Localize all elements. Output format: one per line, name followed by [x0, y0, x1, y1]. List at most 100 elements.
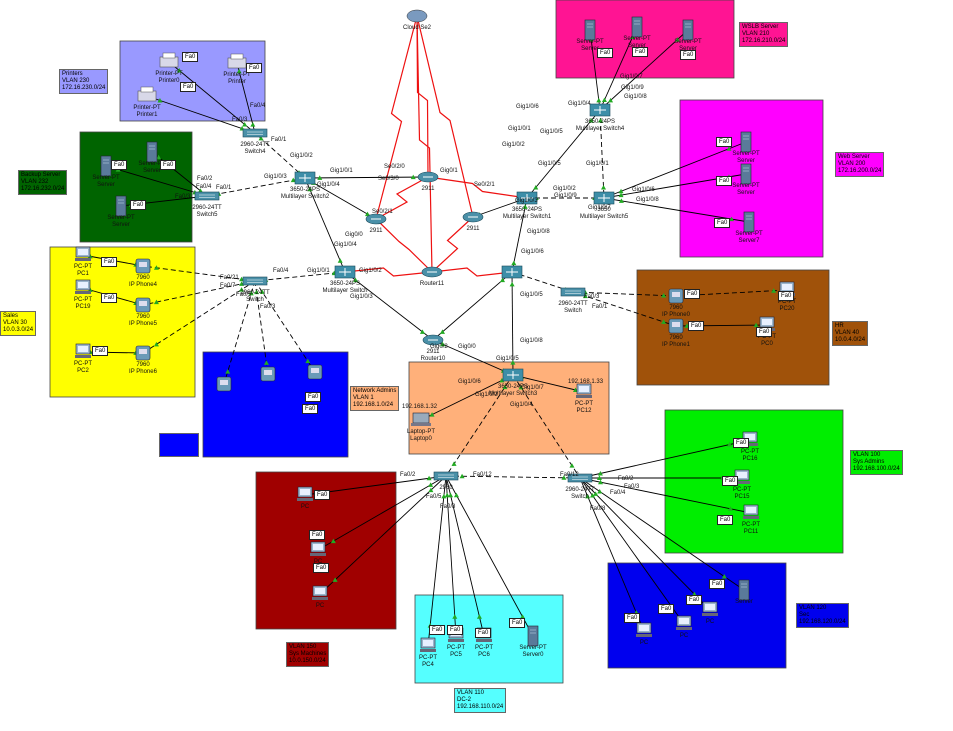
ms1-ms-icon[interactable] — [516, 191, 538, 205]
switch-sys-switch-icon[interactable] — [567, 473, 593, 483]
port-tag-fa0: Fa0 — [180, 82, 197, 92]
ms2-ms-icon[interactable] — [294, 171, 316, 185]
switch5-switch-icon[interactable] — [194, 191, 220, 201]
switch-hr-switch-icon[interactable] — [560, 287, 586, 297]
port-label: Fa0/5 — [236, 292, 252, 298]
switch-dc1-switch-icon[interactable] — [433, 471, 459, 481]
web-s1-server-icon[interactable] — [740, 131, 752, 153]
sec-pc2-pc-icon[interactable] — [676, 615, 692, 630]
guest-p2-phone-icon[interactable] — [260, 366, 276, 382]
web-s3-server-icon[interactable] — [743, 211, 755, 233]
pc11-pc-icon[interactable] — [743, 504, 759, 519]
ms4-ms-icon[interactable] — [589, 103, 611, 117]
switch-sales-switch-icon[interactable] — [242, 276, 268, 286]
server-bk2-server-icon[interactable] — [146, 141, 158, 163]
port-label: Fa0/3 — [260, 304, 276, 310]
web-s2-server-icon[interactable] — [740, 163, 752, 185]
link-ms3-switch_sys — [512, 374, 581, 479]
server-bk3-server-icon[interactable] — [115, 195, 127, 217]
cloud-cloud-icon[interactable] — [406, 9, 428, 23]
pc12-pc-icon[interactable] — [576, 383, 592, 398]
port-label: Gig1/0/2 — [502, 142, 525, 148]
router11-router-icon[interactable] — [421, 266, 443, 278]
router-mid-router-icon[interactable] — [365, 213, 387, 225]
port-label: Fa0/4 — [250, 103, 266, 109]
server-bk1-server-icon[interactable] — [100, 155, 112, 177]
port-label: Se0/2/1 — [474, 182, 495, 188]
phone1-phone-icon[interactable] — [668, 318, 684, 334]
link-status-marker — [258, 135, 264, 141]
link-status-marker — [451, 461, 457, 466]
extra-ms-ms-icon[interactable] — [501, 265, 523, 279]
sw-s2-server-icon[interactable] — [631, 16, 643, 38]
pc16-pc-icon[interactable] — [742, 431, 758, 446]
pc2-pc-icon[interactable] — [75, 343, 91, 358]
port-tag-fa0: Fa0 — [429, 625, 446, 635]
sw-s1-server-icon[interactable] — [584, 19, 596, 41]
printer0-printer-icon[interactable] — [159, 52, 179, 68]
laptop0-laptop-icon[interactable] — [411, 412, 431, 426]
link-status-marker — [588, 118, 594, 123]
pc4-pc-icon[interactable] — [420, 637, 436, 652]
note-hr: HR VLAN 40 10.0.4.0/24 — [832, 321, 869, 346]
port-label: Fa0/4 — [273, 268, 289, 274]
port-label: Gig1/0/8 — [520, 338, 543, 344]
pc-dc1b-pc-icon[interactable] — [310, 541, 326, 556]
printer1-printer-icon[interactable] — [137, 86, 157, 102]
phone6-phone-icon[interactable] — [135, 345, 151, 361]
link-status-marker — [337, 258, 343, 263]
phone0-phone-icon[interactable] — [668, 288, 684, 304]
link-ms2-msleft — [304, 177, 346, 273]
router-top-router-icon[interactable] — [417, 171, 439, 183]
port-label: Gig1/0/7 — [521, 385, 544, 391]
port-label: Gig1/0/4 — [510, 402, 533, 408]
link-ms1-extra_ms — [511, 197, 528, 273]
pc1-pc-icon[interactable] — [75, 246, 91, 261]
sec-srv-server-icon[interactable] — [738, 579, 750, 601]
sec-pc1-pc-icon[interactable] — [636, 622, 652, 637]
link-extra_ms-ms3 — [511, 271, 514, 376]
ms5-ms-icon[interactable] — [593, 191, 615, 205]
serial-cloud-router-c — [416, 15, 474, 218]
sw-s3-server-icon[interactable] — [682, 19, 694, 41]
router10-router-icon[interactable] — [422, 334, 444, 346]
server0-server-icon[interactable] — [527, 625, 539, 647]
pc19-pc-icon[interactable] — [75, 279, 91, 294]
phone4-phone-icon[interactable] — [135, 258, 151, 274]
phone5-phone-icon[interactable] — [135, 297, 151, 313]
sec-pc3-pc-icon[interactable] — [702, 601, 718, 616]
ms3-ms-icon[interactable] — [502, 368, 524, 382]
pc-dc1c-pc-icon[interactable] — [312, 585, 328, 600]
link-status-marker — [511, 260, 517, 266]
router-top-label: 2911 — [422, 186, 436, 192]
port-tag-fa0: Fa0 — [624, 613, 641, 623]
link-status-marker — [674, 37, 680, 42]
link-ms2-router_top — [304, 176, 429, 179]
port-label: Fa0/4 — [610, 490, 626, 496]
link-status-marker — [225, 369, 231, 374]
guest-p3-phone-icon[interactable] — [307, 364, 323, 380]
port-tag-fa0: Fa0 — [111, 160, 128, 170]
pc15-pc-icon[interactable] — [734, 469, 750, 484]
switch4-switch-icon[interactable] — [242, 128, 268, 138]
port-label: Fa0/3 — [584, 294, 600, 300]
port-label: Gig1/0/3 — [515, 198, 538, 204]
pc-dc1a-pc-icon[interactable] — [297, 486, 313, 501]
serial-router-mid-r11 — [375, 218, 433, 273]
msleft-ms-icon[interactable] — [334, 265, 356, 279]
port-tag-fa0: Fa0 — [160, 160, 177, 170]
link-status-marker — [448, 492, 454, 498]
port-tag-fa0: Fa0 — [509, 618, 526, 628]
link-switch4-printer1 — [146, 95, 256, 134]
link-status-marker — [585, 493, 591, 499]
router-right-router-icon[interactable] — [462, 211, 484, 223]
guest-p1-phone-icon[interactable] — [216, 376, 232, 392]
